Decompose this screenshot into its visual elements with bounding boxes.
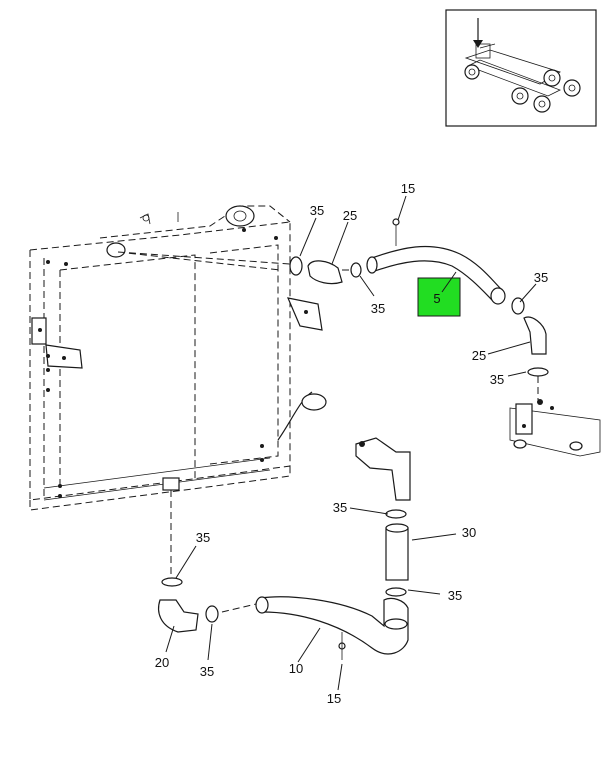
upper-radiator-hose (366, 218, 506, 305)
callout-35-right-lower: 35 (490, 372, 504, 387)
lower-radiator-hose (157, 437, 411, 660)
engine-side-elbow (509, 297, 601, 457)
callout-35-hose-bottom: 35 (448, 588, 462, 603)
callout-10: 10 (289, 661, 303, 676)
highlight-box-item-5[interactable] (417, 277, 461, 317)
callout-35-hose-top: 35 (333, 500, 347, 515)
callout-25-upper: 25 (343, 208, 357, 223)
callout-15-upper: 15 (401, 181, 415, 196)
callout-35-lower-left: 35 (196, 530, 210, 545)
radiator-assembly (29, 205, 327, 575)
callout-35-lower-mid: 35 (200, 664, 214, 679)
callout-25-right: 25 (472, 348, 486, 363)
chassis-locator-inset (445, 9, 597, 127)
callout-labels: 15 35 25 35 5 35 25 35 35 30 35 35 20 35… (155, 181, 548, 706)
callout-35-upper-right: 35 (534, 270, 548, 285)
callout-5[interactable]: 5 (433, 291, 440, 306)
callout-30: 30 (462, 525, 476, 540)
callout-20: 20 (155, 655, 169, 670)
callout-15-lower: 15 (327, 691, 341, 706)
callout-35-upper-mid: 35 (371, 301, 385, 316)
callout-35-upper-left: 35 (310, 203, 324, 218)
leader-lines (165, 195, 537, 691)
upper-elbow-hose (117, 251, 362, 285)
